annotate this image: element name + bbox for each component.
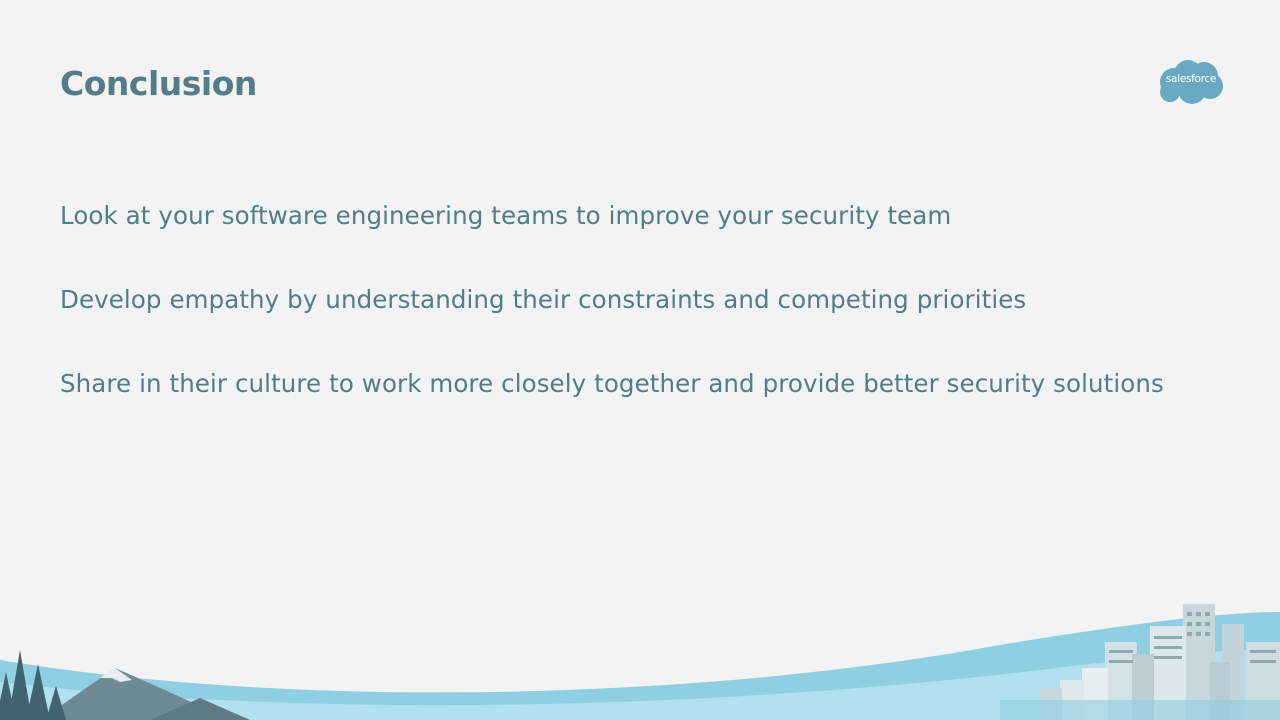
mountains-illustration [40,668,250,720]
water-highlight-shape [0,648,1280,720]
bullet-item-2: Develop empathy by understanding their c… [60,285,1027,314]
salesforce-cloud-icon [1160,60,1223,104]
logo-text: salesforce [1165,73,1217,85]
city-buildings-illustration [1000,604,1280,720]
salesforce-logo: salesforce [1156,56,1226,108]
slide-title: Conclusion [60,64,257,103]
bullet-list: Look at your software engineering teams … [60,196,1164,448]
pine-trees-illustration [0,650,66,720]
bullet-item-1: Look at your software engineering teams … [60,201,952,230]
landscape-illustration [0,604,1280,720]
bullet-item-3: Share in their culture to work more clos… [60,369,1164,398]
